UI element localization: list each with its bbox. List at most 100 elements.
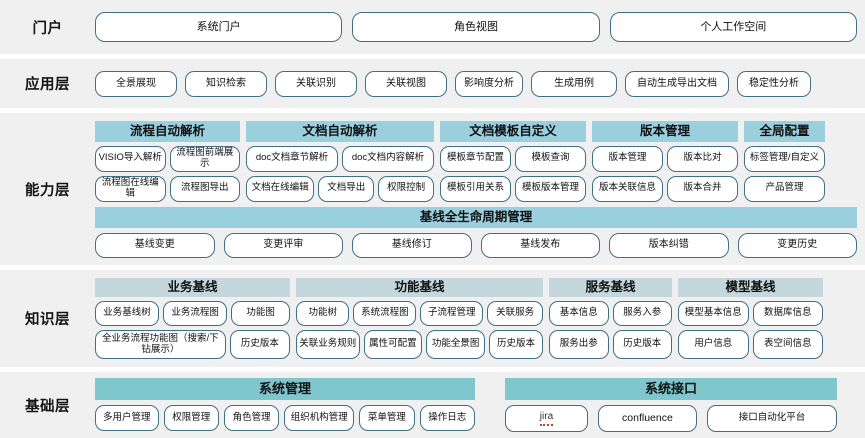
knowledge-item[interactable]: 功能全景图 <box>426 330 486 359</box>
knowledge-item[interactable]: 系统流程图 <box>353 301 417 326</box>
knowledge-item[interactable]: 业务流程图 <box>163 301 228 326</box>
knowledge-item[interactable]: 表空间信息 <box>752 330 823 359</box>
capability-group-version-mgmt: 版本管理 版本管理 版本比对 版本关联信息 版本合并 <box>592 120 738 202</box>
portal-item-row: 系统门户 角色视图 个人工作空间 <box>95 12 857 42</box>
capability-item[interactable]: VISIO导入解析 <box>95 145 166 172</box>
capability-item[interactable]: 模板章节配置 <box>440 145 511 172</box>
group-line: 关联业务规则 属性可配置 功能全景图 历史版本 <box>296 330 543 359</box>
application-item-row: 全景展现 知识检索 关联识别 关联视图 影响度分析 生成用例 自动生成导出文档 … <box>95 70 857 97</box>
group-line: 功能树 系统流程图 子流程管理 关联服务 <box>296 301 544 326</box>
capability-item[interactable]: 流程图在线编辑 <box>95 175 166 202</box>
capability-item[interactable]: 权限控制 <box>378 175 434 202</box>
group-header: 服务基线 <box>549 278 672 297</box>
capability-item[interactable]: 版本关联信息 <box>592 175 663 202</box>
foundation-item[interactable]: 角色管理 <box>223 405 280 431</box>
capability-item[interactable]: 版本管理 <box>592 145 663 172</box>
capability-item[interactable]: doc文档章节解析 <box>246 145 338 172</box>
capability-item[interactable]: doc文档内容解析 <box>342 145 434 172</box>
capability-item[interactable]: 流程图导出 <box>169 175 240 202</box>
foundation-item-api-platform[interactable]: 接口自动化平台 <box>706 405 837 432</box>
knowledge-item[interactable]: 历史版本 <box>229 330 290 359</box>
knowledge-item[interactable]: 用户信息 <box>678 330 749 359</box>
knowledge-item[interactable]: 功能树 <box>296 301 350 326</box>
group-line: 基本信息 服务入参 <box>549 301 672 326</box>
group-rows: 业务基线树 业务流程图 功能图 全业务流程功能图（搜索/下钻展示） 历史版本 <box>95 301 290 359</box>
capability-item[interactable]: 模板查询 <box>515 145 586 172</box>
foundation-item[interactable]: 操作日志 <box>419 405 475 431</box>
group-header: 流程自动解析 <box>95 120 240 142</box>
foundation-item-jira[interactable]: jira <box>505 405 588 432</box>
capability-item[interactable]: 模板引用关系 <box>440 175 511 202</box>
group-line: 模板引用关系 模板版本管理 <box>440 175 586 202</box>
capability-groups: 流程自动解析 VISIO导入解析 流程图前端展示 流程图在线编辑 流程图导出 <box>95 120 857 202</box>
foundation-item[interactable]: 菜单管理 <box>359 405 415 431</box>
knowledge-item[interactable]: 服务出参 <box>549 330 609 359</box>
application-item[interactable]: 全景展现 <box>95 70 177 97</box>
application-item[interactable]: 关联视图 <box>365 70 447 97</box>
group-line: 业务基线树 业务流程图 功能图 <box>95 301 290 326</box>
baseline-lifecycle-header: 基线全生命周期管理 <box>95 206 857 228</box>
group-header: 版本管理 <box>592 120 738 142</box>
portal-body: 系统门户 角色视图 个人工作空间 <box>95 12 865 42</box>
knowledge-item[interactable]: 基本信息 <box>549 301 609 326</box>
baseline-lifecycle-item[interactable]: 版本纠错 <box>609 232 729 258</box>
row-label-foundation: 基础层 <box>25 398 70 415</box>
baseline-lifecycle-item[interactable]: 变更历史 <box>737 232 857 258</box>
knowledge-item[interactable]: 关联业务规则 <box>296 330 360 359</box>
application-body: 全景展现 知识检索 关联识别 关联视图 影响度分析 生成用例 自动生成导出文档 … <box>95 70 865 97</box>
foundation-item[interactable]: 多用户管理 <box>95 405 159 431</box>
baseline-lifecycle-item[interactable]: 基线变更 <box>95 232 215 258</box>
capability-item[interactable]: 产品管理 <box>744 175 825 202</box>
knowledge-item[interactable]: 属性可配置 <box>363 330 423 359</box>
group-rows: doc文档章节解析 doc文档内容解析 文档在线编辑 文档导出 权限控制 <box>246 145 434 202</box>
application-item[interactable]: 稳定性分析 <box>737 70 811 97</box>
group-rows: 功能树 系统流程图 子流程管理 关联服务 关联业务规则 属性可配置 功能全景图 … <box>296 301 544 359</box>
application-item[interactable]: 影响度分析 <box>455 70 523 97</box>
knowledge-group-function-baseline: 功能基线 功能树 系统流程图 子流程管理 关联服务 关联业务规则 属性可配置 功… <box>296 278 544 359</box>
band-divider <box>0 265 865 270</box>
capability-item[interactable]: 文档在线编辑 <box>246 175 315 202</box>
knowledge-item[interactable]: 历史版本 <box>612 330 672 359</box>
capability-item[interactable]: 文档导出 <box>318 175 375 202</box>
capability-item[interactable]: 版本合并 <box>667 175 738 202</box>
row-label-knowledge: 知识层 <box>25 312 70 328</box>
group-header: 全局配置 <box>744 120 825 142</box>
group-header: 业务基线 <box>95 278 290 297</box>
capability-item[interactable]: 版本比对 <box>667 145 738 172</box>
capability-item[interactable]: 标签管理/自定义 <box>744 145 825 172</box>
knowledge-item[interactable]: 服务入参 <box>612 301 672 326</box>
group-line: 全业务流程功能图（搜索/下钻展示） 历史版本 <box>95 330 290 359</box>
capability-item[interactable]: 流程图前端展示 <box>169 145 240 172</box>
knowledge-item[interactable]: 数据库信息 <box>752 301 823 326</box>
capability-body: 流程自动解析 VISIO导入解析 流程图前端展示 流程图在线编辑 流程图导出 <box>95 120 865 258</box>
baseline-lifecycle-item[interactable]: 变更评审 <box>223 232 343 258</box>
portal-item[interactable]: 个人工作空间 <box>609 12 857 42</box>
knowledge-group-model-baseline: 模型基线 模型基本信息 数据库信息 用户信息 表空间信息 <box>678 278 823 359</box>
knowledge-item[interactable]: 子流程管理 <box>420 301 484 326</box>
application-item[interactable]: 关联识别 <box>275 70 357 97</box>
knowledge-item[interactable]: 模型基本信息 <box>678 301 749 326</box>
application-item[interactable]: 自动生成导出文档 <box>625 70 729 97</box>
baseline-lifecycle-item[interactable]: 基线发布 <box>480 232 600 258</box>
foundation-item-confluence[interactable]: confluence <box>597 405 697 432</box>
capability-item[interactable]: 模板版本管理 <box>515 175 586 202</box>
group-line: 版本关联信息 版本合并 <box>592 175 738 202</box>
group-line: 模型基本信息 数据库信息 <box>678 301 823 326</box>
application-item[interactable]: 生成用例 <box>531 70 617 97</box>
application-item[interactable]: 知识检索 <box>185 70 267 97</box>
portal-item[interactable]: 系统门户 <box>95 12 343 42</box>
foundation-item[interactable]: 权限管理 <box>163 405 219 431</box>
group-rows: 基本信息 服务入参 服务出参 历史版本 <box>549 301 672 359</box>
knowledge-item[interactable]: 业务基线树 <box>95 301 160 326</box>
knowledge-item[interactable]: 历史版本 <box>489 330 543 359</box>
knowledge-item[interactable]: 功能图 <box>231 301 290 326</box>
foundation-item[interactable]: 组织机构管理 <box>284 405 355 431</box>
portal-item[interactable]: 角色视图 <box>352 12 600 42</box>
baseline-lifecycle-item[interactable]: 基线修订 <box>352 232 472 258</box>
foundation-group-system-interface: 系统接口 jira confluence 接口自动化平台 <box>505 378 837 432</box>
knowledge-item[interactable]: 关联服务 <box>487 301 544 326</box>
group-line: 标签管理/自定义 <box>744 145 825 172</box>
group-line: 产品管理 <box>744 175 825 202</box>
knowledge-item[interactable]: 全业务流程功能图（搜索/下钻展示） <box>95 330 226 359</box>
